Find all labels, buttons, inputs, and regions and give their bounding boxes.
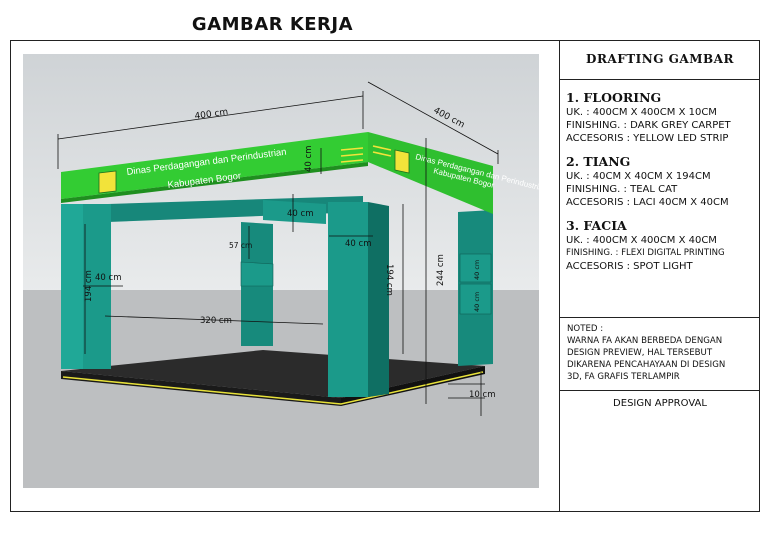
dim-column-height-right: 194 cm	[384, 264, 394, 296]
dim-floor-thickness: 10 cm	[469, 390, 495, 400]
note-line: DESIGN PREVIEW, HAL TERSEBUT	[567, 348, 713, 358]
led-strip	[62, 371, 484, 405]
section-title-tiang: 2. TIANG	[566, 154, 631, 169]
drawing-frame	[10, 40, 760, 512]
dim-front-width: 400 cm	[194, 107, 229, 122]
logo-badge-front	[98, 170, 117, 194]
column-front-right	[328, 202, 368, 397]
design-approval-label: DESIGN APPROVAL	[613, 398, 707, 409]
page-title: GAMBAR KERJA	[191, 14, 354, 35]
dim-facia-height: 40 cm	[304, 146, 314, 172]
dim-inner-beam: 40 cm	[287, 209, 313, 219]
drawer-back	[240, 261, 274, 287]
spec-list: 1. FLOORING UK. : 400CM X 400CM X 10CM F…	[566, 90, 756, 273]
section-title-facia: 3. FACIA	[566, 218, 627, 233]
spec-line: FINISHING. : FLEXI DIGITAL PRINTING	[566, 248, 725, 258]
column-front-left-shade	[61, 204, 83, 369]
dimension-lines	[57, 81, 499, 416]
note-line: NOTED :	[567, 324, 604, 334]
column-front-right-shade	[368, 202, 389, 397]
dim-total-height: 244 cm	[436, 254, 446, 286]
inner-beam	[263, 200, 326, 224]
spec-line: UK. : 40CM X 40CM X 194CM	[566, 171, 711, 182]
booth-3d-drawing: Dinas Perdagangan dan Perindustrian Kabu…	[23, 54, 539, 488]
notes-box: NOTED : WARNA FA AKAN BERBEDA DENGAN DES…	[560, 317, 760, 391]
dim-column-width-right: 40 cm	[345, 239, 371, 249]
laci-1	[459, 253, 492, 283]
spec-line: ACCESORIS : SPOT LIGHT	[566, 261, 693, 272]
facia-front	[61, 132, 368, 199]
note-line: WARNA FA AKAN BERBEDA DENGAN	[567, 336, 723, 346]
note-line: DIKARENA PENCAHAYAAN DI DESIGN	[567, 360, 726, 370]
dim-column-width-left: 40 cm	[95, 273, 121, 283]
dim-column-height-left: 194 cm	[84, 270, 94, 302]
panel-heading: DRAFTING GAMBAR	[560, 40, 760, 80]
dim-laci-2: 40 cm	[473, 292, 481, 312]
dim-laci-1: 40 cm	[473, 260, 481, 280]
spec-line: ACCESORIS : LACI 40CM X 40CM	[566, 197, 729, 208]
note-line: 3D, FA GRAFIS TERLAMPIR	[567, 372, 680, 382]
spec-line: ACCESORIS : YELLOW LED STRIP	[566, 133, 729, 144]
spec-panel: DRAFTING GAMBAR 1. FLOORING UK. : 400CM …	[559, 40, 760, 512]
laci-2	[459, 283, 492, 315]
spec-line: FINISHING. : TEAL CAT	[566, 184, 678, 195]
section-title-flooring: 1. FLOORING	[566, 90, 662, 105]
facia-bottom-front	[61, 162, 368, 203]
dim-inner-span: 320 cm	[200, 316, 232, 326]
dim-drawer: 57 cm	[229, 241, 252, 250]
logo-badge-side	[394, 149, 410, 174]
spec-line: UK. : 400CM X 400CM X 40CM	[566, 235, 717, 246]
spec-line: FINISHING. : DARK GREY CARPET	[566, 120, 731, 131]
spec-line: UK. : 400CM X 400CM X 10CM	[566, 107, 717, 118]
